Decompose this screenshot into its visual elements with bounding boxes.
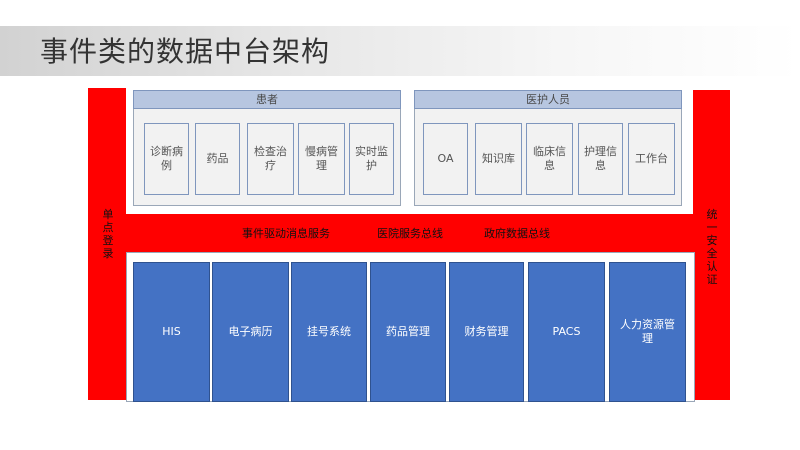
left-bar-label: 单点登录 [102, 208, 114, 260]
system-box: 电子病历 [212, 262, 289, 402]
staff-item: 知识库 [475, 123, 522, 195]
staff-panel-header: 医护人员 [414, 90, 682, 109]
system-box: 财务管理 [449, 262, 524, 402]
staff-item: 工作台 [628, 123, 675, 195]
patient-item: 诊断病例 [144, 123, 189, 195]
bus-label: 事件驱动消息服务 [242, 227, 330, 240]
bus-band [126, 214, 693, 252]
staff-item: OA [423, 123, 468, 195]
system-box: 药品管理 [370, 262, 446, 402]
bus-label: 医院服务总线 [377, 227, 443, 240]
staff-item: 护理信息 [578, 123, 623, 195]
system-box: PACS [528, 262, 605, 402]
system-box: 人力资源管理 [609, 262, 686, 402]
system-box: 挂号系统 [291, 262, 367, 402]
staff-item: 临床信息 [526, 123, 573, 195]
right-bar [693, 90, 730, 400]
patient-item: 药品 [195, 123, 240, 195]
patient-item: 实时监护 [349, 123, 394, 195]
right-bar-label: 统一安全认证 [706, 208, 718, 286]
left-bar [88, 88, 126, 400]
page-title: 事件类的数据中台架构 [40, 35, 331, 68]
patient-item: 慢病管理 [298, 123, 345, 195]
patient-panel-header: 患者 [133, 90, 401, 109]
patient-item: 检查治疗 [247, 123, 294, 195]
system-box: HIS [133, 262, 210, 402]
bus-label: 政府数据总线 [484, 227, 550, 240]
title-band [0, 26, 800, 76]
